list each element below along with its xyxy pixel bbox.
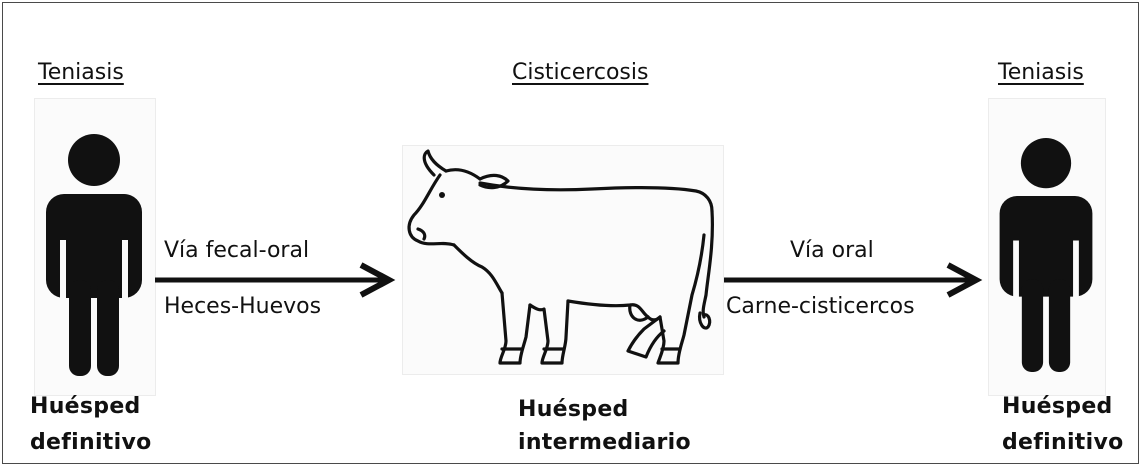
cow-icon (402, 145, 722, 373)
left-arrow-top-label: Vía fecal-oral (164, 238, 309, 263)
person-icon (34, 130, 154, 380)
arrow-right-icon (155, 262, 400, 298)
right-role-line1: Huésped (1002, 394, 1113, 419)
right-role-line2: definitivo (1002, 430, 1124, 455)
left-role-line1: Huésped (30, 394, 141, 419)
center-role-line1: Huésped (518, 397, 629, 422)
right-arrow-top-label: Vía oral (790, 238, 874, 263)
center-heading: Cisticercosis (512, 60, 648, 85)
arrow-right-icon (724, 262, 986, 298)
right-arrow-bottom-label: Carne-cisticercos (726, 294, 915, 319)
left-heading: Teniasis (38, 60, 124, 85)
left-arrow-bottom-label: Heces-Huevos (164, 294, 321, 319)
right-heading: Teniasis (998, 60, 1084, 85)
person-icon (988, 130, 1104, 380)
center-role-line2: intermediario (518, 430, 691, 455)
left-role-line2: definitivo (30, 430, 152, 455)
